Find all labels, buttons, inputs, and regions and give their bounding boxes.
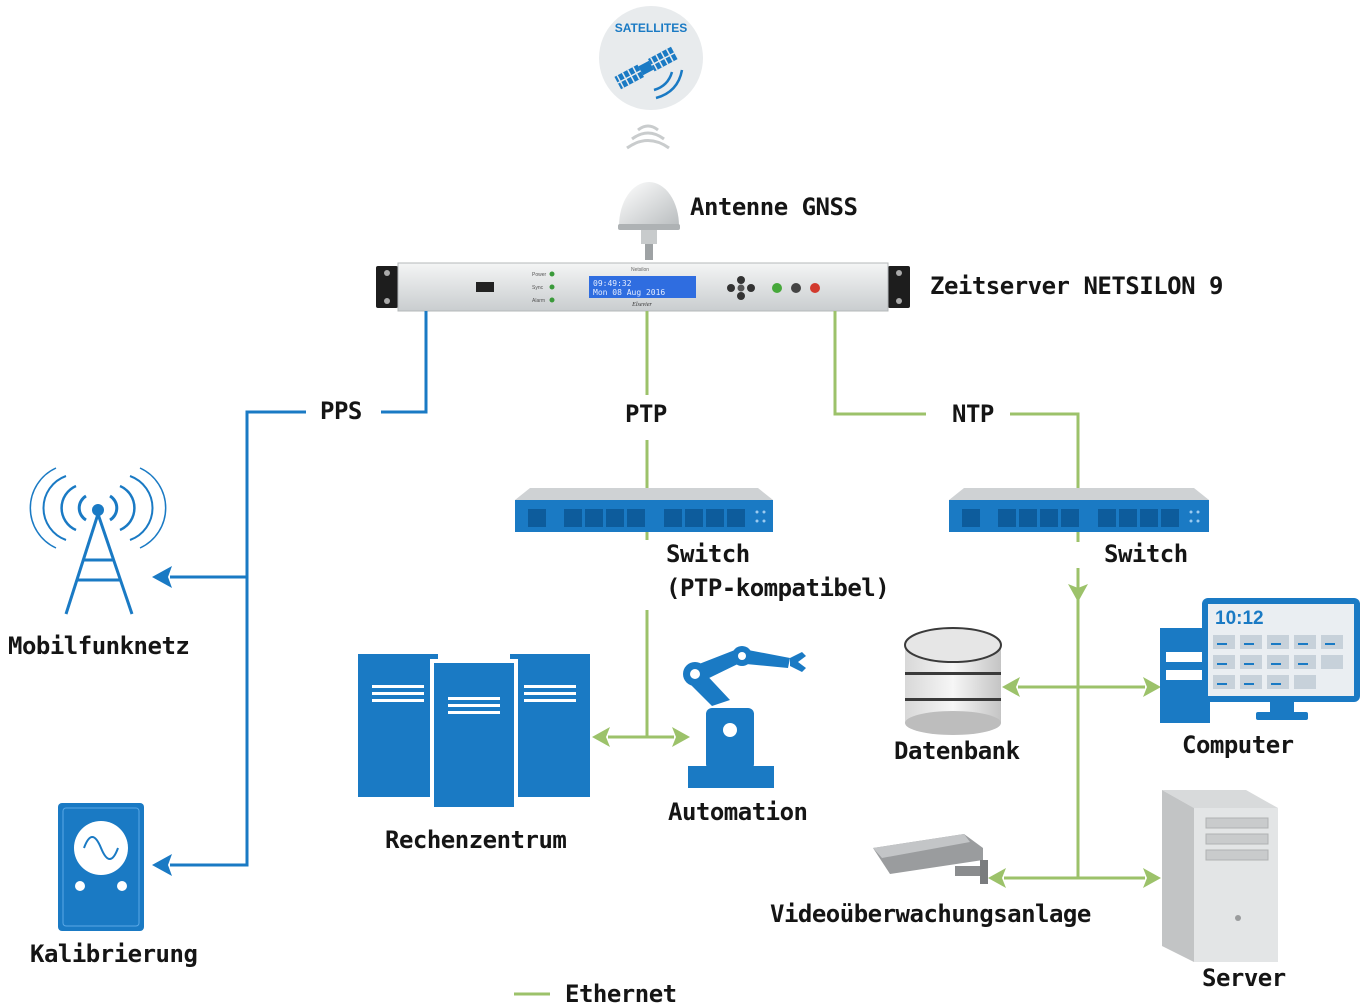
server-maker: Elsevier — [631, 302, 652, 308]
automation-label: Automation — [668, 798, 808, 826]
ntp-switch-icon — [949, 488, 1209, 532]
ntp-label: NTP — [952, 400, 994, 428]
ptp-label: PTP — [625, 400, 667, 428]
computer-icon: 10:12 — [1160, 598, 1360, 723]
antenna-label: Antenne GNSS — [690, 193, 858, 221]
pps-label: PPS — [320, 397, 362, 425]
ntp-connection — [833, 311, 1145, 880]
security-camera-icon — [873, 834, 988, 884]
red-button-icon — [810, 283, 820, 293]
lcd-line-2: Mon 08 Aug 2016 — [593, 288, 665, 297]
legend-ethernet-label: Ethernet — [565, 980, 677, 1008]
server-brand-small: Netsilon — [631, 267, 649, 273]
green-button-icon — [772, 283, 782, 293]
lcd-display — [589, 276, 696, 298]
database-icon — [904, 627, 1002, 735]
led-label-alarm: Alarm — [532, 298, 545, 304]
lcd-line-1: 09:49:32 — [593, 279, 632, 288]
ptp-switch-label: Switch — [666, 540, 750, 568]
computer-clock-text: 10:12 — [1215, 608, 1264, 629]
signal-waves-icon — [626, 124, 670, 150]
led-power — [549, 271, 555, 277]
gray-button-icon — [791, 283, 801, 293]
satellite-badge-text: SATELLITES — [615, 21, 687, 35]
server-label: Zeitserver NETSILON 9 — [930, 272, 1223, 300]
cell-tower-icon — [29, 467, 167, 615]
led-sync — [549, 284, 555, 290]
pps-connection — [170, 311, 428, 867]
calibration-label: Kalibrierung — [30, 940, 198, 968]
server-device-label: Server — [1202, 964, 1286, 992]
tower-server-icon — [1162, 790, 1278, 962]
mobile-network-label: Mobilfunknetz — [8, 632, 190, 660]
satellite-icon: SATELLITES — [599, 6, 703, 110]
ntp-arrowheads — [988, 584, 1161, 888]
led-label-sync: Sync — [532, 285, 544, 291]
ptp-switch-icon — [515, 488, 773, 532]
time-server-device: Netsilon Power Sync Alarm 09:49:32 Mon 0… — [376, 262, 910, 312]
datacenter-icon — [358, 654, 590, 811]
computer-label: Computer — [1182, 731, 1294, 759]
cell-tower-top — [92, 504, 104, 516]
led-alarm — [549, 297, 555, 303]
video-label: Videoüberwachungsanlage — [770, 900, 1091, 928]
ntp-switch-label: Switch — [1104, 540, 1188, 568]
database-label: Datenbank — [894, 737, 1020, 765]
nav-keypad-icon — [727, 276, 755, 300]
led-label-power: Power — [532, 272, 547, 278]
datacenter-label: Rechenzentrum — [385, 826, 567, 854]
robot-arm-icon — [683, 646, 806, 788]
ptp-connection — [608, 311, 674, 739]
ptp-arrowheads — [592, 727, 690, 747]
calibration-device-icon — [58, 803, 144, 931]
pps-arrowheads — [152, 566, 172, 876]
ptp-switch-sublabel: (PTP-kompatibel) — [666, 574, 890, 602]
gnss-antenna-icon — [618, 182, 680, 260]
